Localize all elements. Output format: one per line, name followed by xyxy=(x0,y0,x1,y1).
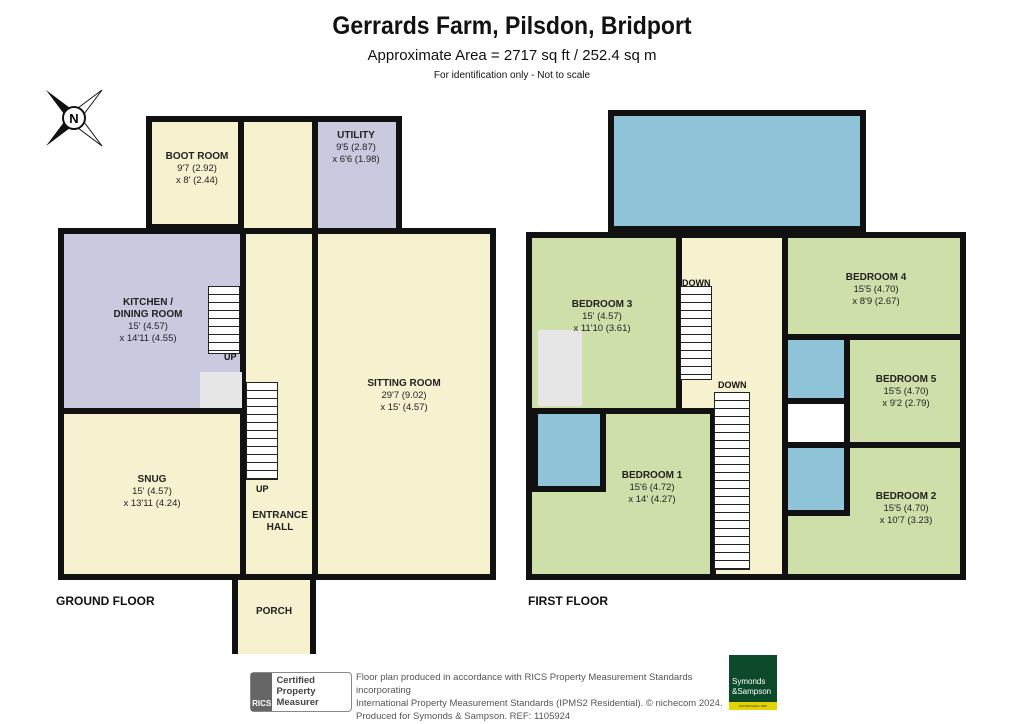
brand-logo: Symonds &Sampson ESTABLISHED 1858 xyxy=(729,655,777,710)
staircase xyxy=(246,382,278,480)
staircase xyxy=(714,392,750,570)
compass-label: N xyxy=(69,111,78,126)
room-bathroom xyxy=(608,110,866,232)
rics-badge: RICS Certified Property Measurer xyxy=(250,672,352,712)
disclaimer: For identification only - Not to scale xyxy=(433,70,591,81)
footer-text: Floor plan produced in accordance with R… xyxy=(356,672,723,722)
stair-label: UP xyxy=(224,352,237,362)
page-title: Gerrards Farm, Pilsdon, Bridport xyxy=(332,12,692,40)
brand-tagline: ESTABLISHED 1858 xyxy=(729,702,777,710)
room-ensuite xyxy=(532,408,606,492)
rics-logo: RICS xyxy=(251,673,273,711)
staircase xyxy=(208,286,240,354)
area-summary: Approximate Area = 2717 sq ft / 252.4 sq… xyxy=(367,47,657,64)
room-sitting-room xyxy=(312,228,496,580)
staircase xyxy=(680,286,712,380)
floor-label: GROUND FLOOR xyxy=(56,594,155,608)
stair-label: UP xyxy=(256,484,269,494)
compass-icon: N xyxy=(46,89,103,147)
room-label: ENTRANCE HALL xyxy=(252,510,308,533)
room-ensuite xyxy=(782,334,850,404)
room-snug xyxy=(58,408,246,580)
stair-label: DOWN xyxy=(682,278,711,288)
rics-badge-text: Certified Property Measurer xyxy=(276,675,319,708)
room-label: PORCH xyxy=(255,606,293,617)
stair-label: DOWN xyxy=(718,380,747,390)
room-ensuite xyxy=(782,442,850,516)
store xyxy=(200,372,242,408)
cupboard xyxy=(538,330,582,406)
floor-label: FIRST FLOOR xyxy=(528,594,608,608)
room-porch xyxy=(232,574,316,654)
